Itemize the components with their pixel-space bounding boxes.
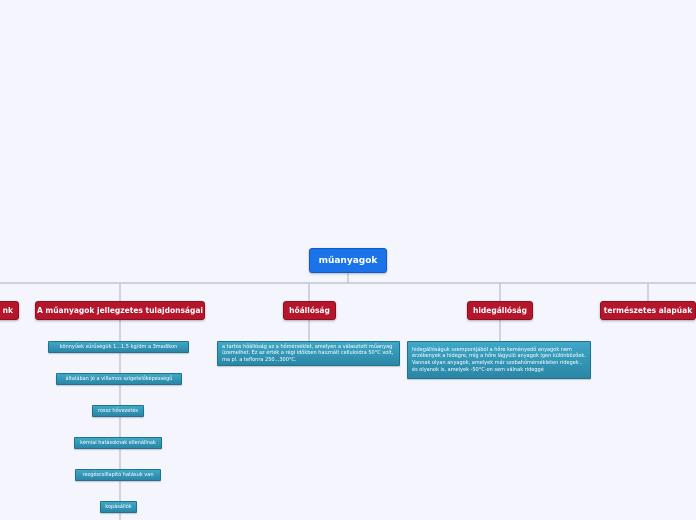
branch-heat-resistance[interactable]: hőállóság [283, 301, 336, 320]
branch-properties[interactable]: A műanyagok jellegzetes tulajdonságai [35, 301, 205, 320]
leaf-chemical-resistance[interactable]: kémiai hatásoknak ellenállnak [74, 437, 162, 449]
leaf-insulation[interactable]: általában jó a villamos szigetelőképessé… [56, 373, 182, 385]
leaf-cold-description[interactable]: hidegállóságuk szempontjából a hőre kemé… [407, 341, 591, 379]
leaf-heat-description[interactable]: a tartós hőállóság az a hőmérséklet, ame… [217, 341, 400, 366]
leaf-vibration-damping[interactable]: rezgéscsillapító hatásuk van [75, 469, 161, 481]
leaf-heat-conduction[interactable]: rossz hővezetés [92, 405, 144, 417]
branch-natural-based[interactable]: természetes alapúak [600, 301, 696, 320]
branch-partial[interactable]: nk [0, 301, 19, 320]
branch-cold-resistance[interactable]: hidegállóság [467, 301, 533, 320]
root-node[interactable]: műanyagok [309, 248, 387, 273]
leaf-wear-resistance[interactable]: kopásállók [100, 501, 137, 513]
leaf-lightweight[interactable]: könnyűek sűrűségük 1...1,5 kg/dm a 3madi… [48, 341, 189, 353]
